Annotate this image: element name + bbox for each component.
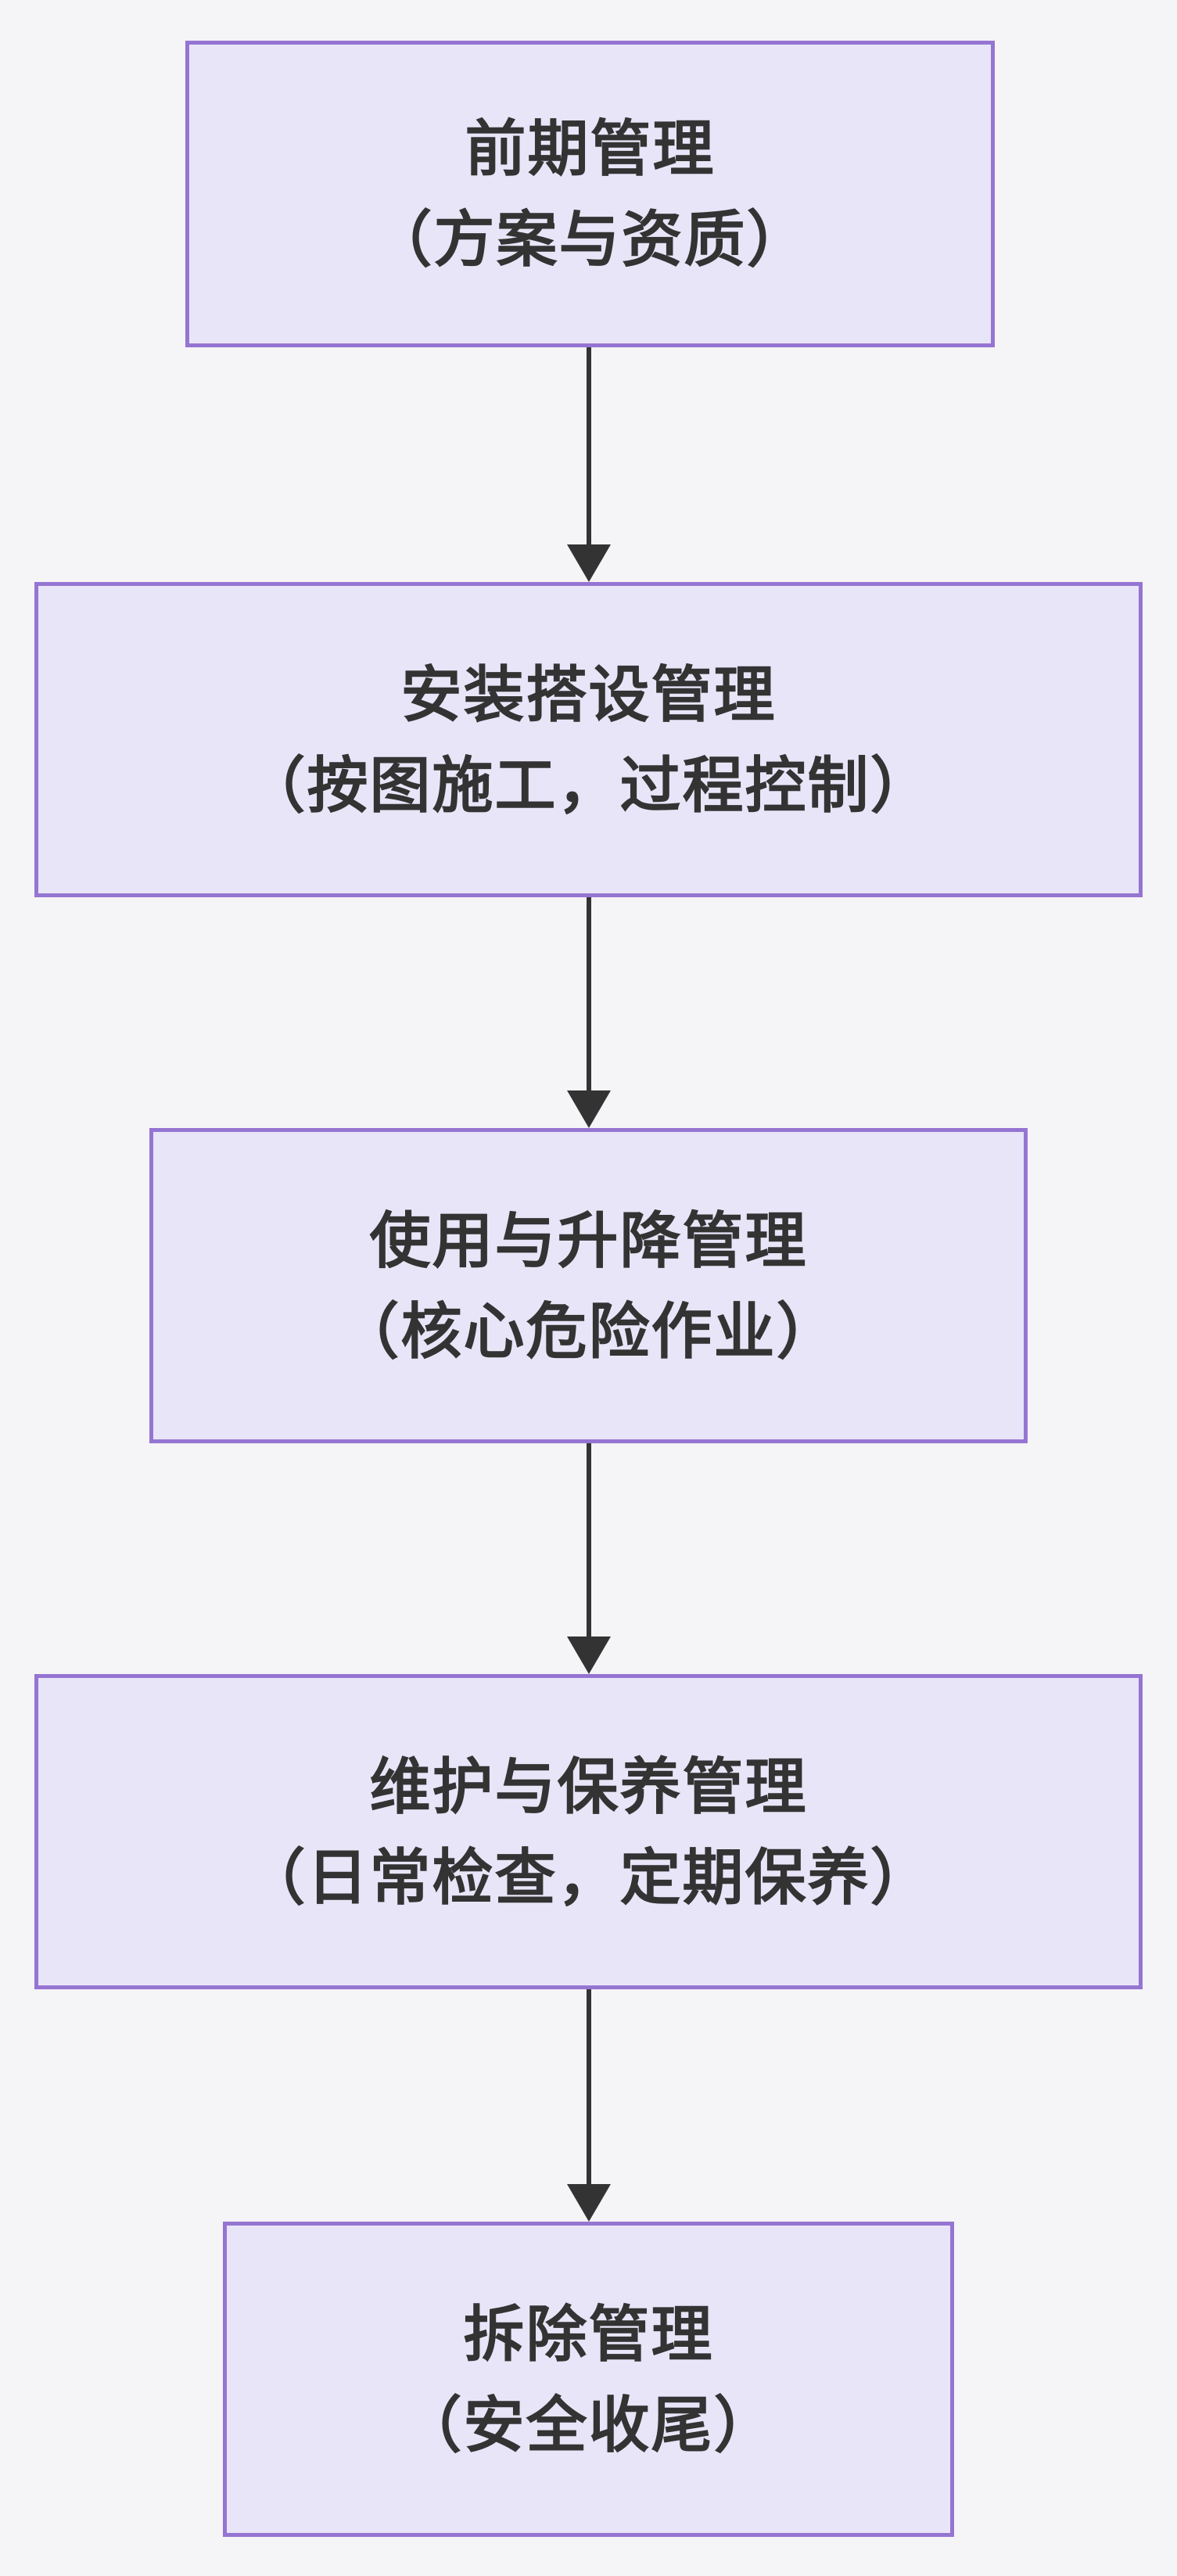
flow-arrow-down-icon — [567, 897, 611, 1128]
arrow-shaft — [587, 897, 591, 1090]
node-title: 使用与升降管理 — [369, 1205, 808, 1275]
arrow-head — [567, 1090, 611, 1128]
flow-node-use-and-lifting-management: 使用与升降管理 （核心危险作业） — [149, 1128, 1028, 1443]
arrow-head — [567, 544, 611, 582]
flow-node-installation-management: 安装搭设管理 （按图施工，过程控制） — [34, 582, 1143, 897]
node-title: 安装搭设管理 — [400, 659, 777, 729]
flow-arrow-down-icon — [567, 347, 611, 582]
node-subtitle: （安全收尾） — [400, 2390, 777, 2459]
arrow-shaft — [587, 1989, 591, 2184]
arrow-head — [567, 1636, 611, 1674]
node-subtitle: （日常检查，定期保养） — [244, 1842, 933, 1912]
arrow-shaft — [587, 347, 591, 544]
node-subtitle: （方案与资质） — [371, 205, 809, 274]
arrow-head — [567, 2184, 611, 2222]
node-subtitle: （核心危险作业） — [338, 1296, 839, 1366]
node-subtitle: （按图施工，过程控制） — [244, 750, 933, 820]
node-title: 前期管理 — [465, 114, 716, 183]
flow-arrow-down-icon — [567, 1989, 611, 2222]
node-title: 拆除管理 — [463, 2299, 714, 2369]
flow-arrow-down-icon — [567, 1443, 611, 1674]
flow-node-pre-stage-management: 前期管理 （方案与资质） — [185, 41, 995, 347]
arrow-shaft — [587, 1443, 591, 1636]
node-title: 维护与保养管理 — [369, 1751, 808, 1821]
flow-node-maintenance-management: 维护与保养管理 （日常检查，定期保养） — [34, 1674, 1143, 1989]
flow-node-dismantling-management: 拆除管理 （安全收尾） — [223, 2222, 954, 2537]
